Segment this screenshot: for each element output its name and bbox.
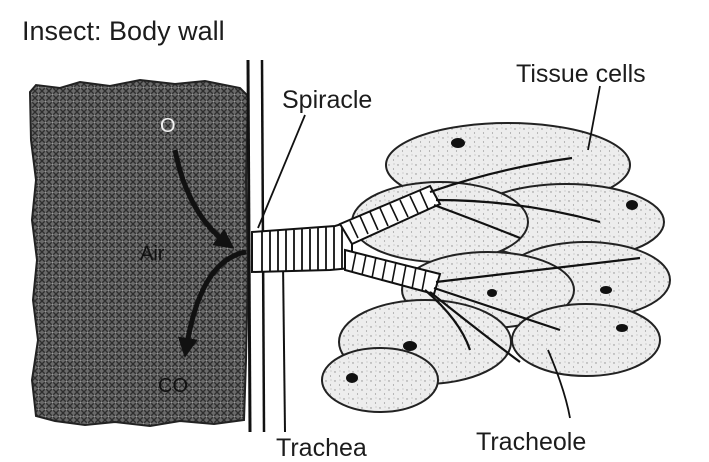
diagram-title: Insect: Body wall: [22, 16, 225, 46]
spiracle-leader-line: [258, 115, 305, 228]
nucleus: [487, 289, 497, 297]
nucleus: [616, 324, 628, 332]
nucleus: [403, 341, 417, 351]
nucleus: [346, 373, 358, 383]
trachea-label: Trachea: [276, 434, 367, 462]
nucleus: [600, 286, 612, 294]
tracheole-label: Tracheole: [476, 428, 586, 456]
trachea-tube: [252, 221, 352, 272]
nucleus: [451, 138, 465, 148]
spiracle-label: Spiracle: [282, 86, 372, 114]
oxygen-label: O: [160, 115, 176, 137]
tissue-cell: [322, 348, 438, 412]
body-wall-line-left: [248, 60, 250, 432]
carbon-dioxide-label: CO: [158, 375, 188, 397]
tissue-cell: [512, 304, 660, 376]
tissue-cells-label: Tissue cells: [516, 60, 646, 88]
air-label: Air: [140, 243, 165, 265]
body-wall-tissue: [30, 80, 248, 426]
nucleus: [626, 200, 638, 210]
trachea-pointer-line: [283, 262, 285, 432]
